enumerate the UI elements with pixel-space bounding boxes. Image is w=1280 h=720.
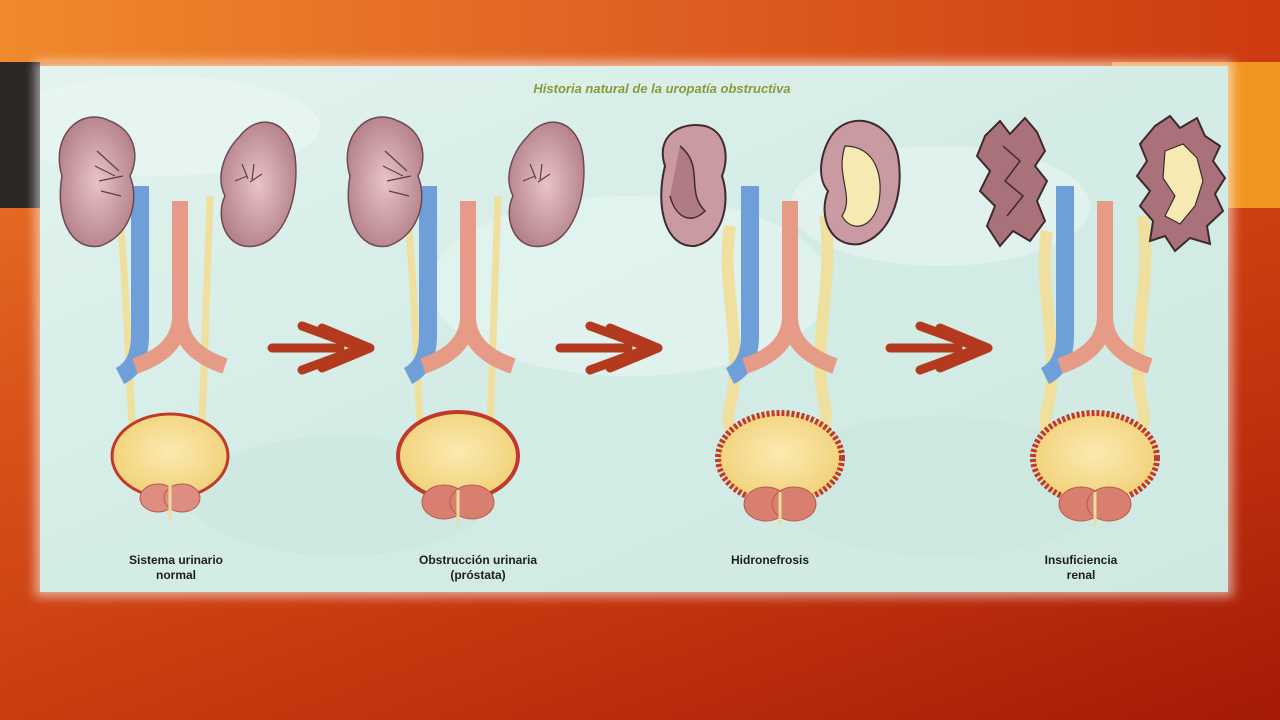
kidney-left-icon: [975, 116, 1049, 248]
kidney-right-icon: [220, 121, 297, 248]
arrow-3-icon: [885, 321, 993, 375]
diagram-title: Historia natural de la uropatía obstruct…: [533, 81, 790, 96]
stage-1-caption-line2: normal: [156, 568, 196, 582]
arrow-1-icon: [267, 321, 375, 375]
bladder-icon: [715, 410, 845, 506]
uropathy-illustration: Historia natural de la uropatía obstruct…: [40, 66, 1228, 592]
kidney-left-icon: [58, 116, 136, 248]
uropathy-diagram-svg: Historia natural de la uropatía obstruct…: [40, 66, 1228, 592]
stage-1-caption-line1: Sistema urinario: [129, 553, 223, 567]
stage-3-caption-line1: Hidronefrosis: [731, 553, 809, 567]
left-dark-decor-block: [0, 62, 40, 208]
stage-4-caption-line1: Insuficiencia: [1045, 553, 1118, 567]
bladder-icon: [396, 410, 520, 502]
arrow-2-icon: [555, 321, 663, 375]
stage-4-renal-failure: [975, 114, 1227, 526]
stage-2-urinary-obstruction: [346, 116, 585, 524]
stage-3-hydronephrosis: [660, 119, 901, 526]
bladder-icon: [1030, 410, 1160, 506]
top-decor-band: [0, 0, 1280, 62]
stage-2-caption-line1: Obstrucción urinaria: [419, 553, 537, 567]
kidney-right-icon: [508, 121, 585, 248]
kidney-left-icon: [346, 116, 424, 248]
stage-1-normal-urinary-system: [58, 116, 297, 521]
bladder-icon: [110, 412, 230, 500]
stage-4-caption-line2: renal: [1067, 568, 1096, 582]
stage-2-caption-line2: (próstata): [450, 568, 505, 582]
